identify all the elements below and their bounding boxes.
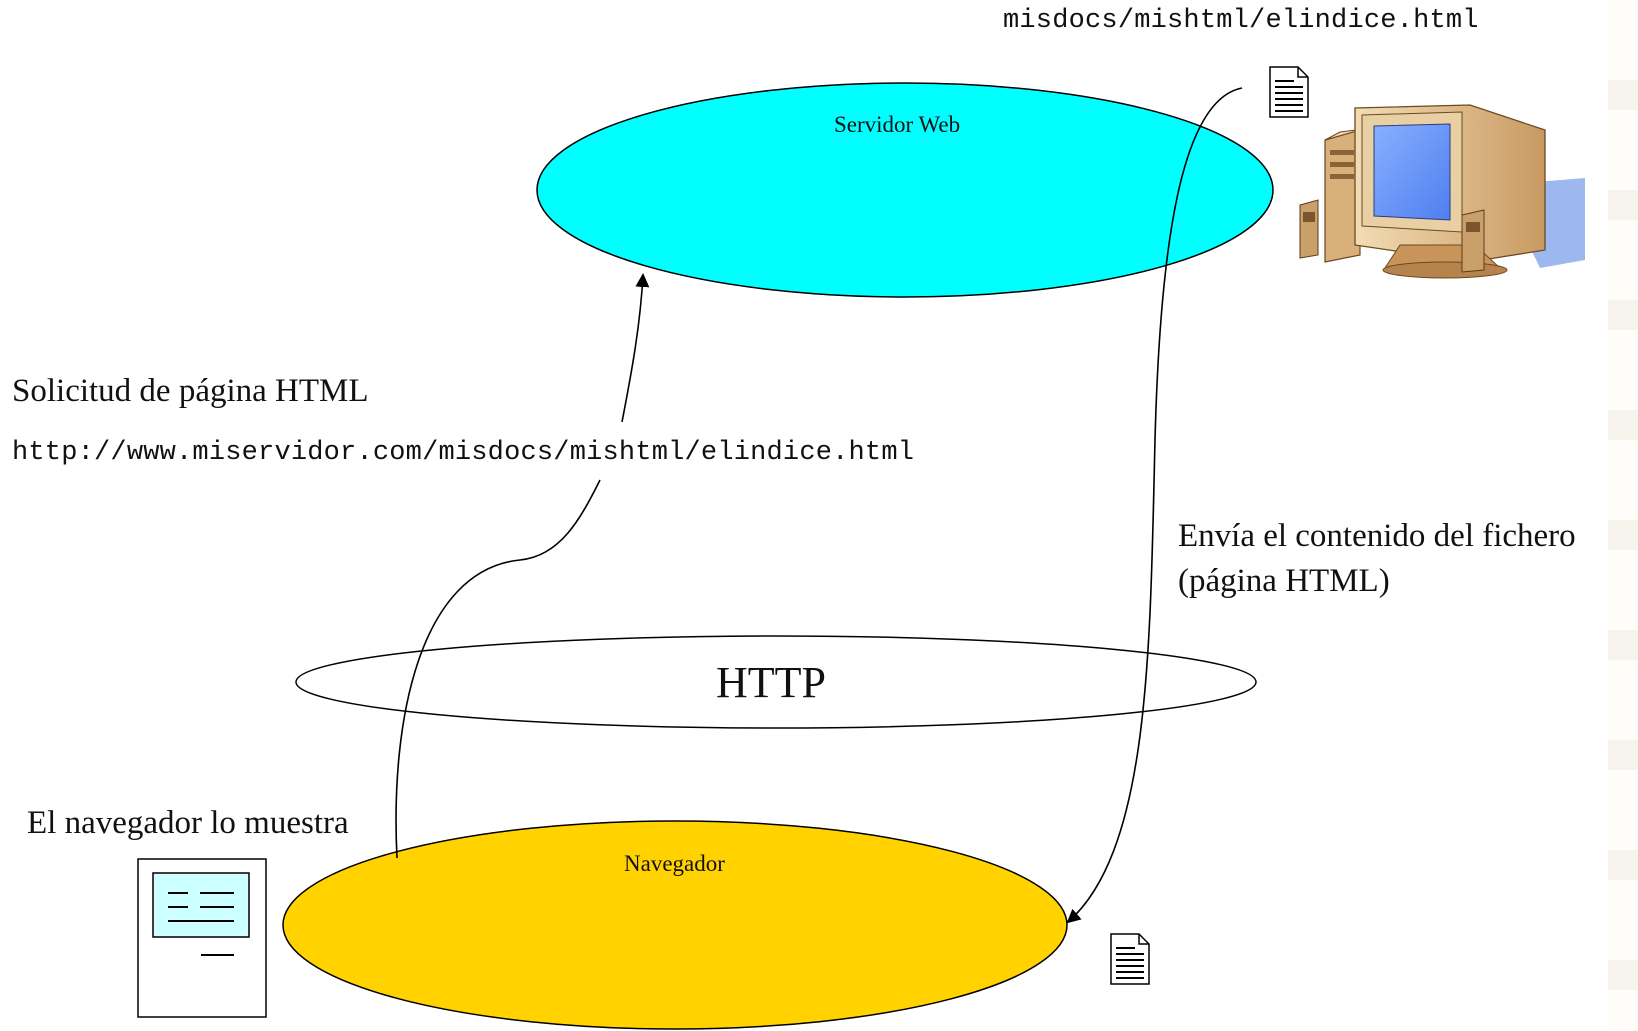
background-stripes [1608, 0, 1638, 1031]
http-ellipse [295, 635, 1257, 729]
request-title: Solicitud de página HTML [12, 373, 369, 409]
response-label-line1: Envía el contenido del fichero [1178, 518, 1576, 554]
browser-window-icon [137, 858, 267, 1018]
server-label: Servidor Web [834, 112, 961, 137]
server-ellipse [536, 82, 1274, 298]
document-icon [1110, 933, 1150, 985]
browser-label: Navegador [624, 851, 725, 876]
browser-shows-label: El navegador lo muestra [27, 805, 349, 841]
request-url: http://www.miservidor.com/misdocs/mishtm… [12, 438, 915, 468]
response-arrow [1066, 87, 1243, 924]
computer-icon [1299, 104, 1585, 279]
response-label-line2: (página HTML) [1178, 563, 1390, 599]
protocol-label: HTTP [716, 658, 826, 707]
request-arrow [395, 479, 601, 859]
browser-ellipse [282, 820, 1068, 1030]
document-icon [1269, 66, 1309, 118]
request-arrow-head [621, 273, 650, 423]
file-path-label: misdocs/mishtml/elindice.html [1003, 6, 1479, 36]
